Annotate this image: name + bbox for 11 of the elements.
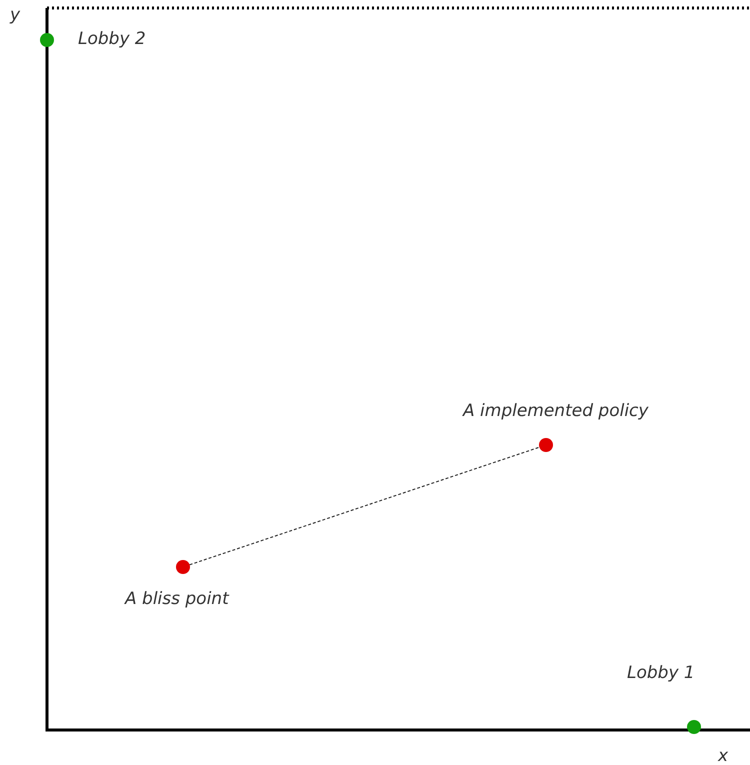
axis-label: x bbox=[718, 746, 728, 765]
point-label: A implemented policy bbox=[463, 401, 648, 421]
point-marker bbox=[539, 438, 553, 452]
axis-label: y bbox=[10, 5, 20, 25]
point-marker bbox=[687, 720, 701, 734]
point-label: Lobby 1 bbox=[627, 663, 695, 683]
point-label: Lobby 2 bbox=[78, 29, 146, 49]
point-marker bbox=[176, 560, 190, 574]
dashed-line bbox=[189, 446, 540, 566]
point-marker bbox=[40, 33, 54, 47]
point-label: A bliss point bbox=[125, 589, 229, 609]
